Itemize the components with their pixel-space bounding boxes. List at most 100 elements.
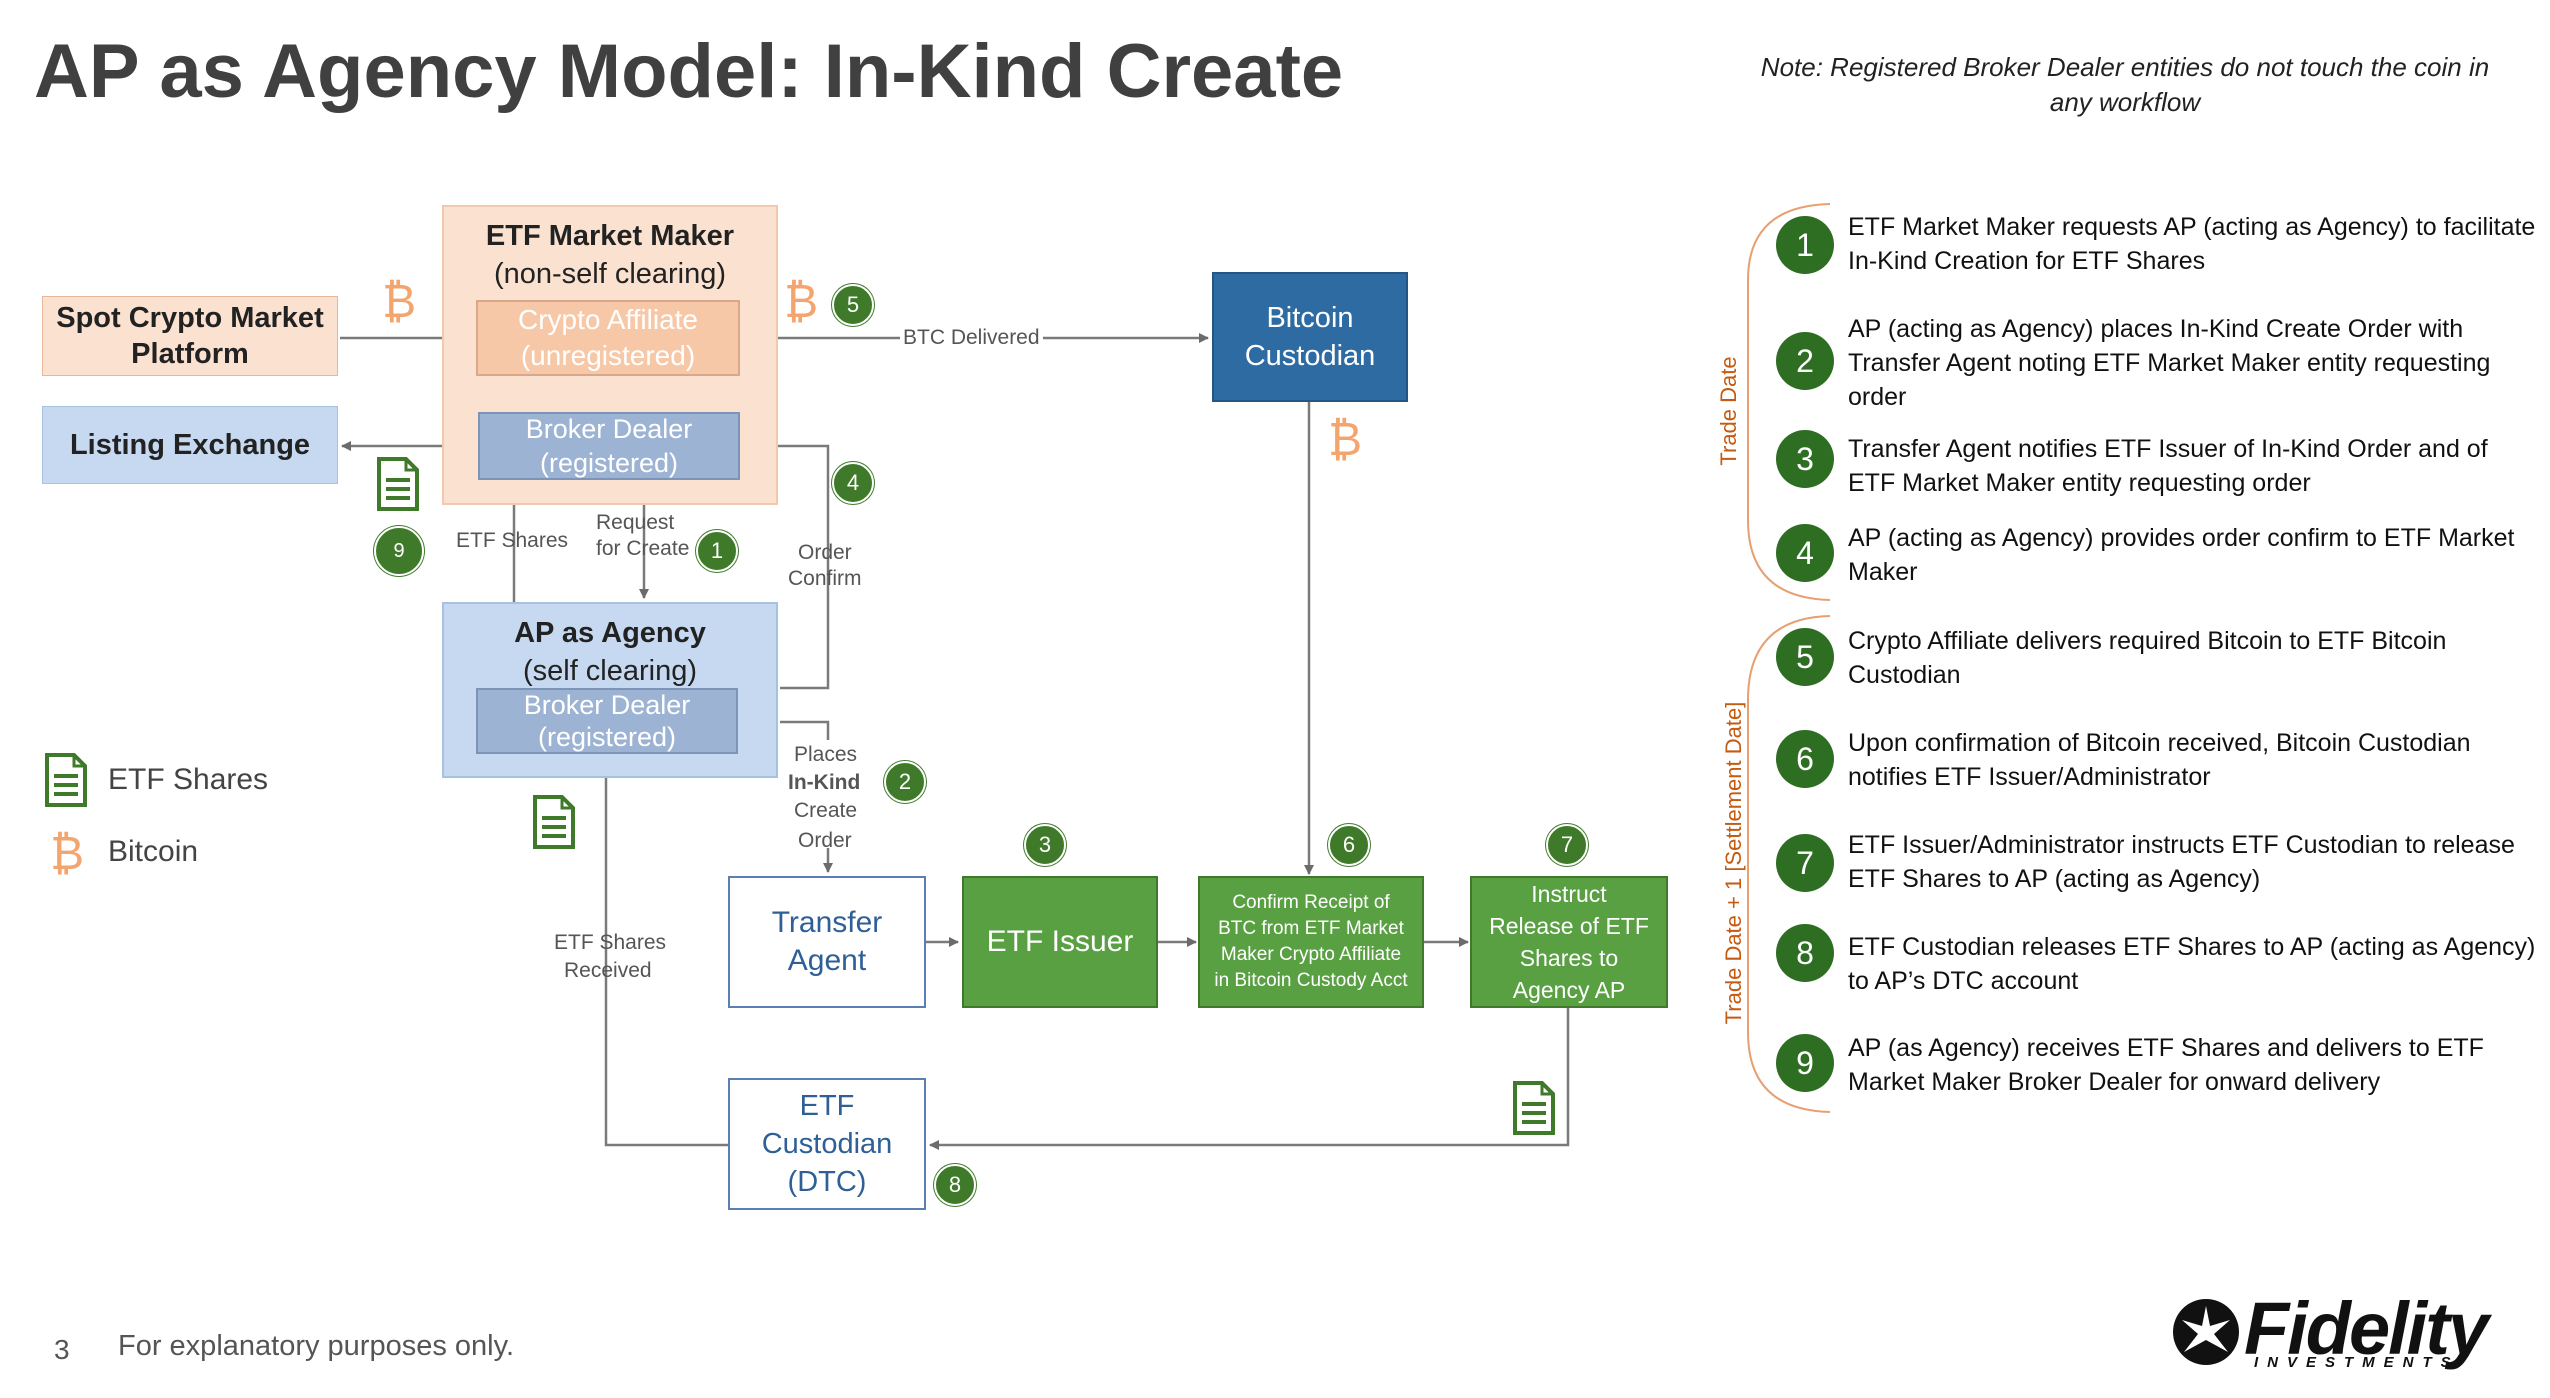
- step-2-badge: 2: [1776, 332, 1834, 390]
- market-maker-title: ETF Market Maker: [485, 220, 735, 252]
- settlement-bracket: [1747, 615, 1831, 1113]
- diagram-step-6: 6: [1328, 824, 1370, 866]
- ap-broker-dealer-box: Broker Dealer (registered): [476, 688, 738, 754]
- step-2-text: AP (acting as Agency) places In-Kind Cre…: [1848, 315, 2491, 411]
- page-number: 3: [54, 1334, 70, 1365]
- listing-exchange-label: Listing Exchange: [69, 428, 311, 461]
- step-3-text: Transfer Agent notifies ETF Issuer of In…: [1848, 435, 2488, 497]
- mm-broker-dealer-label: Broker Dealer: [525, 414, 693, 444]
- listing-exchange-box: Listing Exchange: [42, 406, 338, 484]
- step-5-text: Crypto Affiliate delivers required Bitco…: [1848, 627, 2447, 689]
- step-8-badge: 8: [1776, 924, 1834, 982]
- transfer-agent-label-2: Agent: [787, 944, 867, 977]
- instruct-release-line-4: Agency AP: [1512, 977, 1626, 1003]
- legend-etf-shares: ETF Shares: [108, 763, 269, 796]
- bitcoin-custodian-box: Bitcoin Custodian: [1212, 272, 1408, 402]
- instruct-to-custodian-arrow: [929, 1006, 1570, 1150]
- spot-crypto-platform-label: Spot Crypto Market Platform: [56, 302, 324, 370]
- order-confirm-label-1: Order: [798, 541, 852, 564]
- step-5-badge: 5: [1776, 628, 1834, 686]
- diagram-step-9: 9: [374, 526, 424, 576]
- places-label-2: In-Kind: [788, 771, 861, 794]
- fidelity-logo: Fidelity INVESTMENTS: [2170, 1287, 2530, 1372]
- places-order-line: [780, 720, 830, 740]
- diagram-step-1: 1: [696, 530, 738, 572]
- document-icon: [45, 753, 87, 807]
- workflow-note: Note: Registered Broker Dealer entities …: [1760, 52, 2490, 117]
- instruct-release-box: Instruct Release of ETF Shares to Agency…: [1470, 876, 1668, 1008]
- step-6-badge: 6: [1776, 730, 1834, 788]
- diagram-step-2: 2: [884, 761, 926, 803]
- step-7-badge: 7: [1776, 834, 1834, 892]
- legend-bitcoin: Bitcoin: [108, 835, 199, 868]
- step-9-text: AP (as Agency) receives ETF Shares and d…: [1848, 1034, 2484, 1096]
- crypto-affiliate-box: Crypto Affiliate (unregistered): [476, 300, 740, 376]
- etf-shares-arrow-label: ETF Shares: [456, 529, 569, 552]
- btc-delivered-label: BTC Delivered: [900, 325, 1043, 351]
- order-confirm-arrow: [741, 441, 830, 690]
- trade-date-label: Trade Date: [1716, 356, 1741, 466]
- diagram-step-8: 8: [934, 1164, 976, 1206]
- ap-broker-dealer-label: Broker Dealer: [523, 690, 691, 720]
- step-8-text: ETF Custodian releases ETF Shares to AP …: [1848, 933, 2536, 995]
- ap-agency-subtitle: (self clearing): [522, 655, 698, 687]
- mm-broker-dealer-box: Broker Dealer (registered): [478, 412, 740, 480]
- bitcoin-icon: ₿: [382, 275, 417, 327]
- document-icon: [377, 457, 419, 511]
- fidelity-wordmark: Fidelity: [2244, 1287, 2489, 1370]
- step-9-badge: 9: [1776, 1034, 1834, 1092]
- places-label-4: Order: [798, 829, 852, 852]
- fidelity-investments-text: INVESTMENTS: [2254, 1354, 2460, 1371]
- step-4-badge: 4: [1776, 524, 1834, 582]
- bitcoin-icon: ₿: [784, 275, 819, 327]
- ap-broker-dealer-status: (registered): [537, 722, 677, 752]
- places-label-3: Create: [794, 799, 858, 822]
- crypto-affiliate-label: Crypto Affiliate: [517, 304, 699, 335]
- market-maker-subtitle: (non-self clearing): [493, 258, 727, 290]
- spot-crypto-platform-box: Spot Crypto Market Platform: [42, 296, 338, 376]
- request-label-2: for Create: [596, 537, 690, 560]
- places-label-1: Places: [794, 743, 858, 766]
- bitcoin-icon: ₿: [1328, 413, 1363, 465]
- step-7-text: ETF Issuer/Administrator instructs ETF C…: [1848, 831, 2515, 893]
- etf-custodian-box: ETF Custodian (DTC): [728, 1078, 926, 1210]
- order-confirm-label-2: Confirm: [788, 567, 862, 590]
- diagram-step-3: 3: [1024, 824, 1066, 866]
- step-4-text: AP (acting as Agency) provides order con…: [1848, 524, 2515, 586]
- diagram-step-4: 4: [832, 462, 874, 504]
- ap-agency-title: AP as Agency: [514, 617, 706, 649]
- fidelity-pyramid-icon: [2173, 1299, 2239, 1365]
- step-3-badge: 3: [1776, 430, 1834, 488]
- step-6-text: Upon confirmation of Bitcoin received, B…: [1848, 729, 2471, 791]
- diagram-step-5: 5: [832, 284, 874, 326]
- confirm-receipt-line-1: Confirm Receipt of: [1232, 892, 1390, 913]
- shares-received-label-1: ETF Shares: [554, 931, 667, 954]
- crypto-affiliate-status: (unregistered): [520, 340, 696, 371]
- confirm-receipt-box: Confirm Receipt of BTC from ETF Market M…: [1198, 876, 1424, 1008]
- shares-received-label-2: Received: [564, 959, 652, 982]
- bitcoin-icon: ₿: [50, 827, 85, 879]
- confirm-receipt-line-2: BTC from ETF Market: [1218, 918, 1404, 939]
- instruct-release-line-2: Release of ETF: [1489, 913, 1649, 939]
- transfer-agent-label-1: Transfer: [771, 906, 883, 939]
- bitcoin-custodian-label-2: Custodian: [1244, 340, 1376, 372]
- etf-custodian-line-2: Custodian: [761, 1128, 893, 1160]
- etf-custodian-line-1: ETF: [799, 1090, 855, 1122]
- mm-broker-dealer-status: (registered): [539, 448, 679, 478]
- etf-custodian-line-3: (DTC): [787, 1166, 867, 1198]
- instruct-release-line-1: Instruct: [1531, 881, 1607, 907]
- request-label-1: Request: [596, 511, 675, 534]
- document-icon: [1513, 1081, 1555, 1135]
- confirm-receipt-line-3: Maker Crypto Affiliate: [1220, 944, 1402, 965]
- disclaimer: For explanatory purposes only.: [118, 1330, 515, 1362]
- shares-received-arrow: [601, 755, 728, 1147]
- confirm-receipt-line-4: in Bitcoin Custody Acct: [1214, 970, 1408, 991]
- instruct-release-line-3: Shares to: [1519, 945, 1619, 971]
- step-1-text: ETF Market Maker requests AP (acting as …: [1848, 213, 2536, 275]
- etf-issuer-box: ETF Issuer: [962, 876, 1158, 1008]
- page-title: AP as Agency Model: In-Kind Create: [34, 29, 1344, 114]
- diagram-step-7: 7: [1546, 824, 1588, 866]
- etf-issuer-label: ETF Issuer: [986, 925, 1134, 958]
- trade-date-bracket: [1747, 203, 1831, 601]
- settlement-date-label: Trade Date + 1 [Settlement Date]: [1721, 701, 1746, 1025]
